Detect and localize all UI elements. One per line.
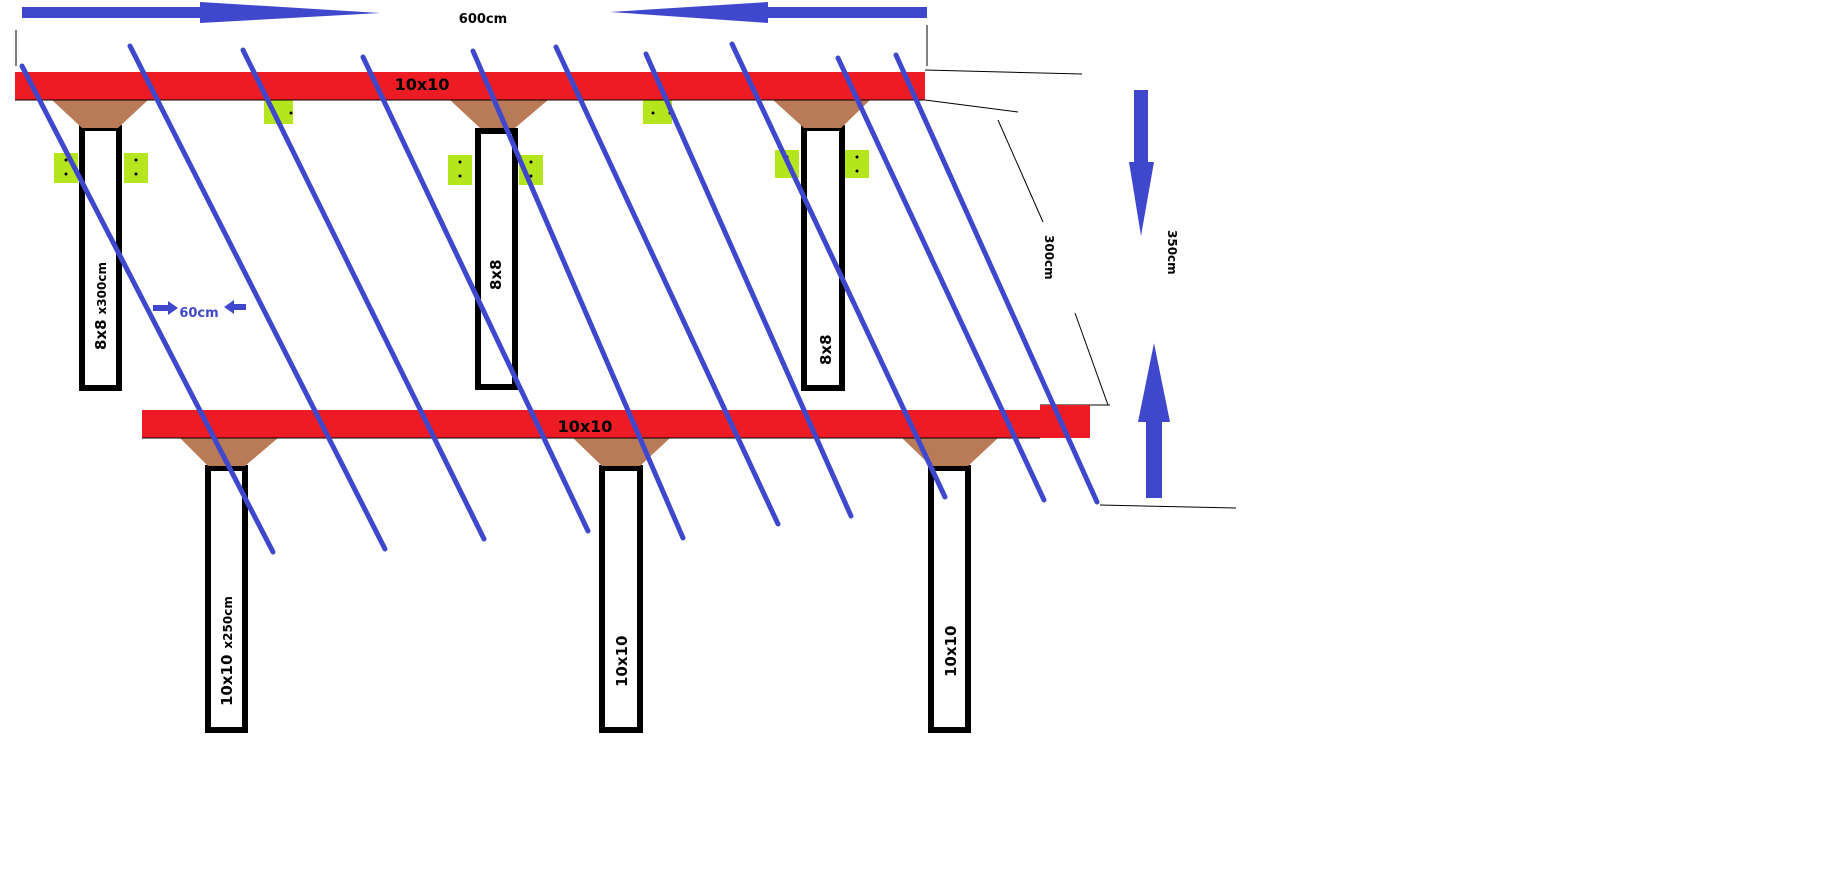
width-dimension-label: 600cm [459, 12, 507, 27]
post-front-left [205, 465, 248, 733]
width-arrow-left [22, 2, 380, 23]
bracket [773, 100, 870, 128]
rafter-spacing-label: 60cm [179, 306, 218, 321]
rafter [127, 43, 388, 552]
post-back-mid [475, 128, 518, 390]
rafter [643, 51, 854, 519]
rafter [893, 52, 1100, 505]
bottom-beam [142, 410, 1090, 438]
bracket [52, 100, 148, 128]
post-back-right-label: 8x8 [817, 334, 835, 365]
post-back-left-label: 8x8 [92, 319, 110, 350]
bracket [180, 438, 278, 466]
spacing-arrows [153, 300, 246, 315]
post-front-right [928, 465, 971, 733]
svg-text:10x10x250cm: 10x10 x250cm [218, 596, 236, 706]
bracket [902, 438, 998, 466]
rafter [729, 41, 948, 500]
post-back-left-length: x300cm [95, 262, 109, 314]
overall-depth-arrows [1129, 90, 1170, 498]
post-front-left-label: 10x10 [218, 655, 236, 706]
bracket [573, 438, 670, 466]
post-front-left-length: x250cm [221, 596, 235, 648]
connector-plate [124, 153, 148, 183]
overall-dimension-label: 350cm [1165, 230, 1179, 275]
depth-dimension-label: 300cm [1042, 235, 1056, 280]
top-beam [15, 72, 925, 100]
rafter [360, 54, 591, 534]
post-back-mid-label: 8x8 [487, 259, 505, 290]
width-arrow-right [610, 2, 927, 23]
bottom-beam-label: 10x10 [558, 417, 613, 436]
rafter [553, 44, 781, 527]
svg-text:8x8x300cm: 8x8 x300cm [92, 262, 110, 350]
post-front-mid [599, 465, 643, 733]
connector-plate [448, 155, 472, 185]
post-front-mid-label: 10x10 [613, 636, 631, 687]
top-beam-label: 10x10 [395, 75, 450, 94]
rafter [470, 48, 686, 541]
post-front-right-label: 10x10 [942, 626, 960, 677]
connector-plate [845, 150, 869, 178]
rafter [240, 47, 487, 542]
rafter [835, 55, 1047, 503]
rafter [19, 63, 276, 555]
